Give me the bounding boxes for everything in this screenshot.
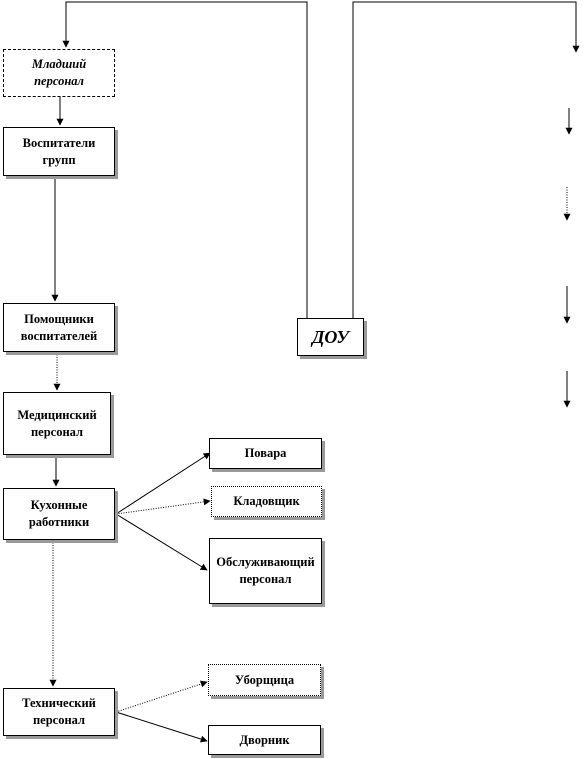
node-service-staff: Обслуживающий персонал xyxy=(209,538,322,604)
node-teacher-assistants: Помощники воспитателей xyxy=(3,303,115,352)
node-junior-staff: Младший персонал xyxy=(3,49,115,97)
node-janitor-label: Дворник xyxy=(239,732,290,747)
node-junior-staff-label: Младший персонал xyxy=(31,57,87,88)
node-cleaner-label: Уборщица xyxy=(234,672,295,687)
node-technical-staff: Технический персонал xyxy=(3,688,115,736)
node-group-teachers: Воспитатели групп xyxy=(3,127,115,176)
node-cleaner: Уборщица xyxy=(208,664,321,696)
edge-technical-to-janitor xyxy=(115,711,208,743)
node-storekeeper: Кладовщик xyxy=(211,486,322,517)
edge-root-right-column xyxy=(352,1,580,320)
node-teacher-assistants-label: Помощники воспитателей xyxy=(20,311,98,343)
edge-kitchen-to-cooks xyxy=(115,452,211,515)
node-service-staff-label: Обслуживающий персонал xyxy=(216,555,315,586)
edge-kitchen-to-storekeeper xyxy=(115,498,211,515)
node-cooks-label: Повара xyxy=(244,446,287,461)
node-kitchen-workers: Кухонные работники xyxy=(3,488,115,540)
edge-root-junior-staff xyxy=(62,1,308,320)
node-kitchen-workers-label: Кухонные работники xyxy=(28,498,90,529)
node-group-teachers-label: Воспитатели групп xyxy=(22,135,96,167)
node-cooks: Повара xyxy=(209,438,322,469)
edge-technical-to-cleaner xyxy=(115,680,208,713)
root-node-dou: ДОУ xyxy=(297,318,364,356)
node-technical-staff-label: Технический персонал xyxy=(22,696,96,727)
node-storekeeper-label: Кладовщик xyxy=(233,494,300,509)
node-medical-staff: Медицинский персонал xyxy=(3,392,111,455)
node-medical-staff-label: Медицинский персонал xyxy=(17,407,97,439)
node-janitor: Дворник xyxy=(208,725,321,755)
edge-kitchen-to-service xyxy=(115,513,208,571)
root-node-label: ДОУ xyxy=(312,326,349,347)
